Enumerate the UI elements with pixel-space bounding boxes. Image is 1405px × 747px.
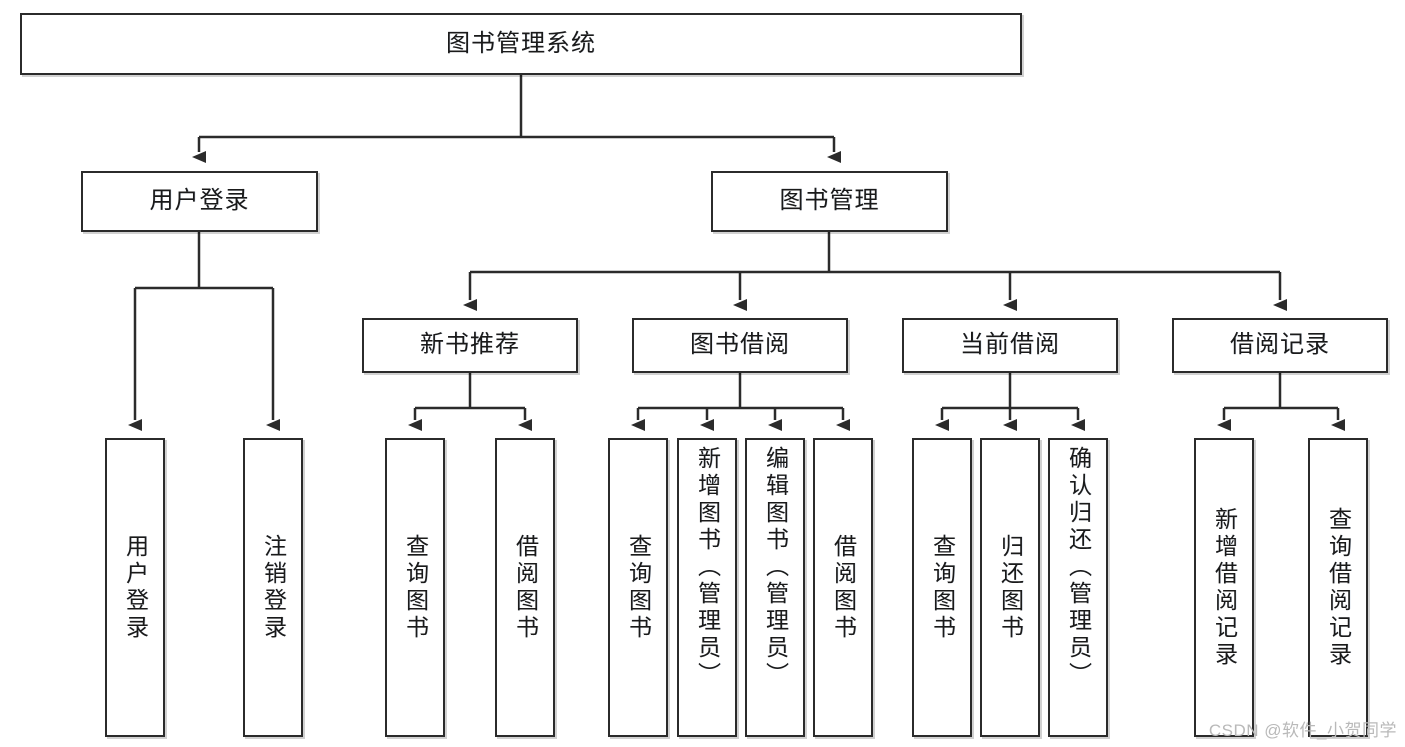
leaf-borrow-book-2[interactable]: 借阅图书 (813, 438, 873, 737)
node-current-borrow-label: 当前借阅 (960, 331, 1060, 359)
leaf-user-logout[interactable]: 注销登录 (243, 438, 303, 737)
leaf-add-record-label: 新增借阅记录 (1211, 506, 1238, 669)
node-user-login[interactable]: 用户登录 (81, 171, 318, 232)
node-book-borrow-label: 图书借阅 (690, 331, 790, 359)
leaf-return-book-label: 归还图书 (997, 533, 1024, 642)
node-root-label: 图书管理系统 (446, 29, 596, 57)
node-current-borrow[interactable]: 当前借阅 (902, 318, 1118, 373)
leaf-edit-book[interactable]: 编辑图书（管理员） (745, 438, 805, 737)
node-borrow-record[interactable]: 借阅记录 (1172, 318, 1388, 373)
leaf-add-book[interactable]: 新增图书（管理员） (677, 438, 737, 737)
node-book-borrow[interactable]: 图书借阅 (632, 318, 848, 373)
leaf-query-book-1-label: 查询图书 (402, 533, 429, 642)
leaf-add-book-label: 新增图书（管理员） (694, 446, 721, 689)
leaf-borrow-book-1-label: 借阅图书 (512, 533, 539, 642)
node-new-book-rec[interactable]: 新书推荐 (362, 318, 578, 373)
node-borrow-record-label: 借阅记录 (1230, 331, 1330, 359)
leaf-confirm-return[interactable]: 确认归还（管理员） (1048, 438, 1108, 737)
leaf-user-logout-label: 注销登录 (260, 533, 287, 642)
leaf-query-book-3-label: 查询图书 (929, 533, 956, 642)
node-root[interactable]: 图书管理系统 (20, 13, 1022, 75)
leaf-query-record[interactable]: 查询借阅记录 (1308, 438, 1368, 737)
leaf-query-book-2[interactable]: 查询图书 (608, 438, 668, 737)
leaf-edit-book-label: 编辑图书（管理员） (762, 446, 789, 689)
leaf-user-login-label: 用户登录 (122, 533, 149, 642)
leaf-add-record[interactable]: 新增借阅记录 (1194, 438, 1254, 737)
csdn-watermark: CSDN @软件_小贺同学 (1208, 721, 1397, 740)
leaf-confirm-return-label: 确认归还（管理员） (1065, 446, 1092, 689)
node-book-manage-label: 图书管理 (779, 187, 880, 215)
node-book-manage[interactable]: 图书管理 (711, 171, 948, 232)
leaf-borrow-book-1[interactable]: 借阅图书 (495, 438, 555, 737)
leaf-user-login[interactable]: 用户登录 (105, 438, 165, 737)
node-user-login-label: 用户登录 (149, 187, 250, 215)
leaf-query-book-1[interactable]: 查询图书 (385, 438, 445, 737)
node-new-book-rec-label: 新书推荐 (420, 331, 520, 359)
leaf-borrow-book-2-label: 借阅图书 (830, 533, 857, 642)
leaf-query-record-label: 查询借阅记录 (1325, 506, 1352, 669)
leaf-query-book-2-label: 查询图书 (625, 533, 652, 642)
leaf-return-book[interactable]: 归还图书 (980, 438, 1040, 737)
leaf-query-book-3[interactable]: 查询图书 (912, 438, 972, 737)
